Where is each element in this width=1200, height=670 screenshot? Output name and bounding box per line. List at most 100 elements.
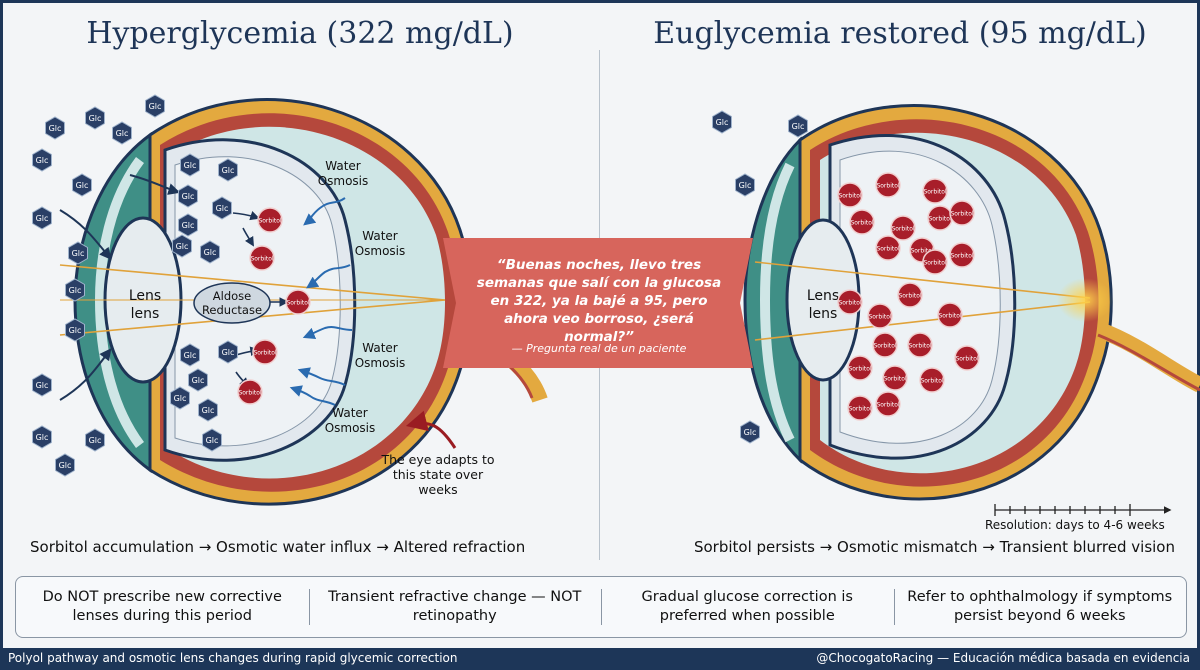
glucose-molecule: Glc — [32, 373, 52, 397]
svg-text:Sorbitol: Sorbitol — [238, 390, 261, 397]
svg-text:Sorbitol: Sorbitol — [253, 350, 276, 357]
caption-left: Sorbitol accumulation → Osmotic water in… — [30, 538, 526, 556]
glucose-molecule: Glc — [188, 368, 208, 392]
lens-label-right: Lens — [807, 288, 839, 304]
sorbitol-molecule: Sorbitol — [937, 302, 963, 328]
svg-text:Glc: Glc — [716, 118, 729, 127]
glucose-molecule: Glc — [218, 340, 238, 364]
glucose-molecule: Glc — [112, 121, 132, 145]
svg-text:Glc: Glc — [222, 348, 235, 357]
svg-text:Glc: Glc — [204, 248, 217, 257]
sorbitol-molecule: Sorbitol — [285, 289, 311, 315]
svg-text:Glc: Glc — [216, 204, 229, 213]
sorbitol-molecule: Sorbitol — [847, 355, 873, 381]
title-euglycemia: Euglycemia restored (95 mg/dL) — [653, 16, 1147, 51]
svg-text:Sorbitol: Sorbitol — [250, 256, 273, 263]
glucose-molecule: Glc — [65, 278, 85, 302]
svg-text:Osmosis: Osmosis — [355, 244, 406, 258]
aldose-reductase-bubble — [193, 282, 271, 324]
svg-text:Glc: Glc — [76, 181, 89, 190]
title-hyperglycemia: Hyperglycemia (322 mg/dL) — [86, 16, 514, 51]
svg-text:Sorbitol: Sorbitol — [898, 293, 921, 300]
glucose-molecule: Glc — [180, 343, 200, 367]
sorbitol-molecule: Sorbitol — [237, 379, 263, 405]
svg-text:Sorbitol: Sorbitol — [873, 343, 896, 350]
patient-quote: “Buenas noches, llevo tres semanas que s… — [476, 257, 722, 345]
svg-text:Sorbitol: Sorbitol — [848, 406, 871, 413]
svg-text:Glc: Glc — [36, 381, 49, 390]
tip-gradual-correction: Gradual glucose correction is preferred … — [601, 577, 894, 637]
glucose-molecule: Glc — [45, 116, 65, 140]
svg-text:Glc: Glc — [744, 428, 757, 437]
glucose-molecule: Glc — [68, 241, 88, 265]
sorbitol-molecule: Sorbitol — [890, 215, 916, 241]
svg-text:Sorbitol: Sorbitol — [891, 226, 914, 233]
tip-refer-ophthalmology: Refer to ophthalmology if symptoms persi… — [893, 577, 1187, 637]
svg-text:Glc: Glc — [739, 181, 752, 190]
svg-text:Glc: Glc — [206, 436, 219, 445]
svg-text:Glc: Glc — [792, 122, 805, 131]
glucose-molecule: Glc — [740, 420, 760, 444]
sorbitol-molecule: Sorbitol — [954, 345, 980, 371]
svg-text:Water: Water — [332, 406, 368, 420]
footer-bar: Polyol pathway and osmotic lens changes … — [0, 648, 1200, 670]
svg-text:Glc: Glc — [36, 214, 49, 223]
svg-text:Glc: Glc — [182, 221, 195, 230]
glucose-molecule: Glc — [65, 318, 85, 342]
footer-credit: @ChocogatoRacing — Educación médica basa… — [816, 651, 1190, 665]
svg-text:Glc: Glc — [174, 394, 187, 403]
svg-text:Osmosis: Osmosis — [318, 174, 369, 188]
svg-text:Glc: Glc — [184, 161, 197, 170]
resolution-label: Resolution: days to 4-6 weeks — [985, 518, 1165, 532]
svg-text:Water: Water — [325, 159, 361, 173]
svg-text:Sorbitol: Sorbitol — [923, 189, 946, 196]
svg-text:Sorbitol: Sorbitol — [838, 193, 861, 200]
water-osmosis-labels: Water Osmosis Water Osmosis Water Osmosi… — [318, 159, 406, 435]
sorbitol-molecule: Sorbitol — [907, 332, 933, 358]
svg-text:Sorbitol: Sorbitol — [928, 216, 951, 223]
svg-text:Osmosis: Osmosis — [355, 356, 406, 370]
svg-text:Sorbitol: Sorbitol — [950, 253, 973, 260]
sorbitol-molecule: Sorbitol — [919, 367, 945, 393]
glucose-molecule: Glc — [202, 428, 222, 452]
svg-text:Glc: Glc — [176, 242, 189, 251]
glucose-molecule: Glc — [788, 114, 808, 138]
svg-text:Glc: Glc — [89, 436, 102, 445]
tip-transient-change: Transient refractive change — NOT retino… — [308, 577, 602, 637]
glucose-molecule: Glc — [85, 106, 105, 130]
glucose-molecule: Glc — [32, 206, 52, 230]
glucose-molecule: Glc — [218, 158, 238, 182]
glucose-influx-arrows — [59, 174, 181, 401]
reductase-label: Reductase — [202, 303, 262, 317]
svg-text:Glc: Glc — [202, 406, 215, 415]
tip-no-new-lenses: Do NOT prescribe new corrective lenses d… — [42, 589, 282, 624]
svg-text:Glc: Glc — [182, 192, 195, 201]
sorbitol-molecule: Sorbitol — [882, 365, 908, 391]
footer-description: Polyol pathway and osmotic lens changes … — [8, 651, 458, 665]
svg-text:Sorbitol: Sorbitol — [908, 343, 931, 350]
svg-text:Glc: Glc — [69, 326, 82, 335]
svg-text:Sorbitol: Sorbitol — [876, 246, 899, 253]
sorbitol-molecule: Sorbitol — [872, 332, 898, 358]
glucose-molecule: Glc — [55, 453, 75, 477]
glucose-molecule: Glc — [178, 184, 198, 208]
svg-text:Glc: Glc — [59, 461, 72, 470]
sorbitol-molecule: Sorbitol — [252, 339, 278, 365]
svg-text:Sorbitol: Sorbitol — [876, 402, 899, 409]
sorbitol-molecule: Sorbitol — [249, 245, 275, 271]
sorbitol-molecule: Sorbitol — [927, 205, 953, 231]
water-arrows — [289, 197, 353, 406]
glucose-molecule: Glc — [712, 110, 732, 134]
svg-text:Sorbitol: Sorbitol — [910, 248, 933, 255]
sorbitol-molecule: Sorbitol — [875, 391, 901, 417]
svg-text:Sorbitol: Sorbitol — [923, 260, 946, 267]
svg-text:Glc: Glc — [149, 102, 162, 111]
adaptation-note: The eye adapts to this state over weeks — [381, 452, 495, 497]
sorbitol-molecule: Sorbitol — [867, 303, 893, 329]
glucose-molecule: Glc — [32, 425, 52, 449]
sorbitol-molecule: Sorbitol — [257, 207, 283, 233]
quote-banner — [443, 238, 753, 368]
glucose-molecule: Glc — [735, 173, 755, 197]
glucose-molecule: Glc — [145, 94, 165, 118]
